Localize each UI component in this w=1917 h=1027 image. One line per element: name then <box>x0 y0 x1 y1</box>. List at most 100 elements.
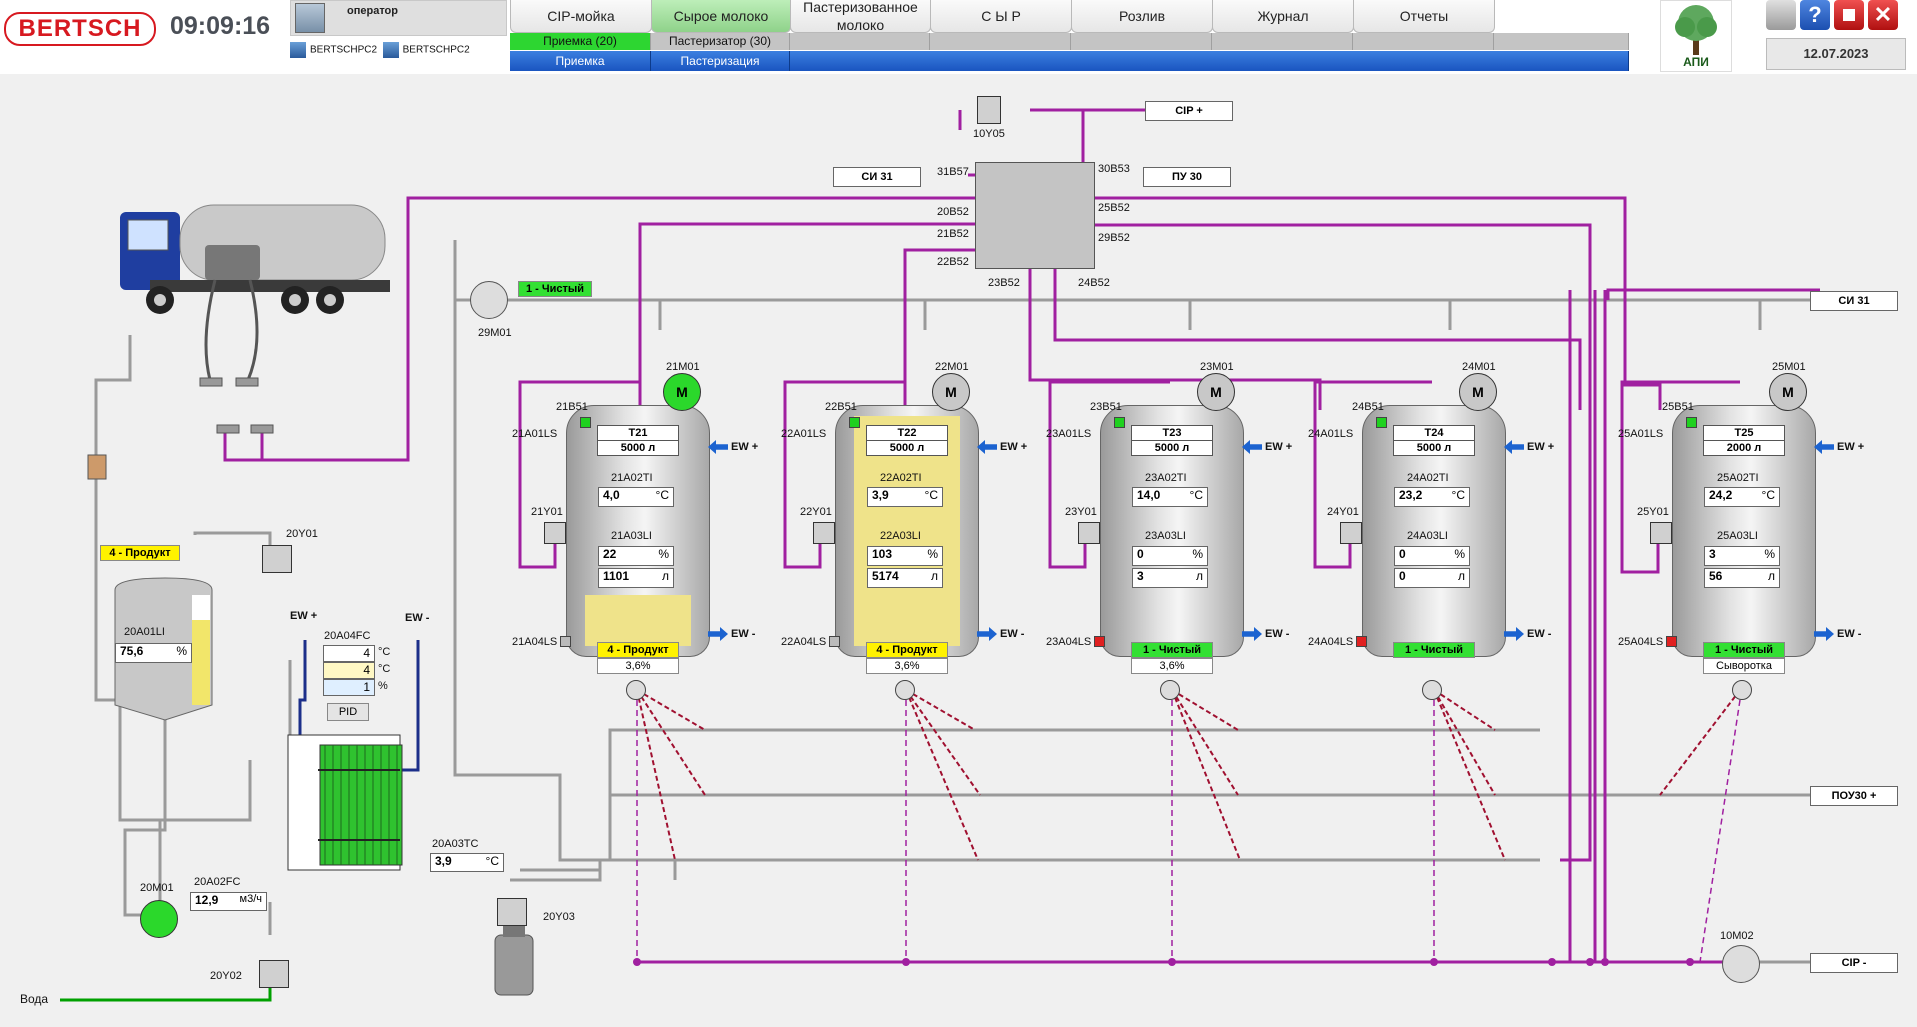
agitator-motor-icon[interactable]: M <box>1459 373 1497 411</box>
tank-id: T21 <box>597 425 679 441</box>
agitator-motor-icon[interactable]: M <box>1769 373 1807 411</box>
valve-y01[interactable] <box>1340 522 1362 544</box>
tank-volume: 5000 л <box>1393 440 1475 456</box>
strip-empty <box>1494 33 1629 50</box>
valve-matrix[interactable] <box>975 162 1095 269</box>
valve-label: 20Y02 <box>210 970 242 982</box>
tank-fat: 3,6% <box>597 658 679 674</box>
ew-plus-label: EW + <box>731 441 759 453</box>
outlet-valve-icon[interactable] <box>1422 680 1442 700</box>
flow-unit: м3/ч <box>239 893 262 905</box>
level-switch-bottom-icon <box>829 636 840 647</box>
valve-20y03[interactable] <box>497 898 527 926</box>
valve-label: 31B57 <box>937 166 969 178</box>
line-cip-plus[interactable]: CIP + <box>1145 101 1233 121</box>
tab-reports[interactable]: Отчеты <box>1353 0 1495 33</box>
pump-status: 1 - Чистый <box>518 281 592 297</box>
b51-label: 24B51 <box>1352 401 1384 413</box>
fc-value: 4 <box>363 663 370 677</box>
close-icon[interactable]: ✕ <box>1868 0 1898 30</box>
li-pct: 3 <box>1709 547 1716 561</box>
motor-label: 23M01 <box>1200 361 1234 373</box>
level-switch-top-icon <box>1376 417 1387 428</box>
fc-row: 1 <box>323 679 375 696</box>
valve-label: 20B52 <box>937 206 969 218</box>
strip-reception-status[interactable]: Приемка (20) <box>510 33 651 50</box>
b51-label: 21B51 <box>556 401 588 413</box>
li-label: 23A03LI <box>1145 530 1186 542</box>
ls-bot-label: 25A04LS <box>1618 636 1664 648</box>
valve-y01[interactable] <box>1078 522 1100 544</box>
subtab-pasteurization[interactable]: Пастеризация <box>651 51 790 71</box>
pid-button[interactable]: PID <box>327 703 369 721</box>
tab-filling[interactable]: Розлив <box>1071 0 1213 33</box>
ls-bot-label: 24A04LS <box>1308 636 1354 648</box>
pump-label: 10M02 <box>1720 930 1754 942</box>
strip-empty <box>930 33 1071 50</box>
valve-10y05[interactable] <box>977 96 1001 124</box>
ti-unit: °C <box>1189 488 1203 502</box>
tab-cip[interactable]: CIP-мойка <box>510 0 652 33</box>
tab-journal[interactable]: Журнал <box>1212 0 1354 33</box>
valve-20y01[interactable] <box>262 545 292 573</box>
tab-cheese[interactable]: С Ы Р <box>930 0 1072 33</box>
li-l-unit: л <box>930 569 938 583</box>
line-pou30[interactable]: ПОУ30 + <box>1810 786 1898 806</box>
ti-box: 14,0°C <box>1132 487 1208 507</box>
ti-box: 23,2°C <box>1394 487 1470 507</box>
subtab-reception[interactable]: Приемка <box>510 51 651 71</box>
strip-pasteurizer-status[interactable]: Пастеризатор (30) <box>651 33 790 50</box>
ti-label: 23A02TI <box>1145 472 1187 484</box>
li-pct-unit: % <box>1192 547 1203 561</box>
tank-status: 4 - Продукт <box>866 642 948 658</box>
motor-glyph: M <box>945 384 957 400</box>
li-liters: 0 <box>1399 569 1406 583</box>
tank-status: 4 - Продукт <box>597 642 679 658</box>
ew-minus-label: EW - <box>1837 628 1862 640</box>
li-liters: 3 <box>1137 569 1144 583</box>
valve-y01[interactable] <box>1650 522 1672 544</box>
agitator-motor-icon[interactable]: M <box>1197 373 1235 411</box>
line-si31-left[interactable]: СИ 31 <box>833 167 921 187</box>
ti-label: 25A02TI <box>1717 472 1759 484</box>
valve-y01[interactable] <box>813 522 835 544</box>
pump-10m02[interactable] <box>1722 945 1760 983</box>
ew-plus-label: EW + <box>1837 441 1865 453</box>
line-si31-right[interactable]: СИ 31 <box>1810 291 1898 311</box>
pump-29m01[interactable] <box>470 281 508 319</box>
temp-unit: °C <box>485 854 499 868</box>
outlet-valve-icon[interactable] <box>1732 680 1752 700</box>
help-icon[interactable]: ? <box>1800 0 1830 30</box>
agitator-motor-icon[interactable]: M <box>932 373 970 411</box>
tank-id: T22 <box>866 425 948 441</box>
li-pct: 0 <box>1137 547 1144 561</box>
flow-box: 12,9 м3/ч <box>190 892 267 911</box>
valve-y01[interactable] <box>544 522 566 544</box>
tab-raw-milk[interactable]: Сырое молоко <box>651 0 791 33</box>
tab-pasteurized[interactable]: Пастеризованное молоко <box>790 0 931 33</box>
line-cip-minus[interactable]: CIP - <box>1810 953 1898 973</box>
tank-volume: 5000 л <box>866 440 948 456</box>
stop-icon[interactable] <box>1834 0 1864 30</box>
pump-20m01[interactable] <box>140 900 178 938</box>
agitator-motor-icon[interactable]: M <box>663 373 701 411</box>
outlet-valve-icon[interactable] <box>895 680 915 700</box>
outlet-valve-icon[interactable] <box>1160 680 1180 700</box>
line-water: Вода <box>20 992 49 1006</box>
ls-bot-label: 21A04LS <box>512 636 558 648</box>
ti-unit: °C <box>1451 488 1465 502</box>
ti-label: 21A02TI <box>611 472 653 484</box>
li-l-unit: л <box>1767 569 1775 583</box>
speaker-icon[interactable] <box>1766 0 1796 30</box>
ls-top-label: 22A01LS <box>781 428 827 440</box>
li-pct-box: 103% <box>867 546 943 566</box>
user-panel[interactable]: оператор <box>290 0 507 36</box>
valve-20y02[interactable] <box>259 960 289 988</box>
strip-empty <box>1212 33 1353 50</box>
level-switch-bottom-icon <box>1356 636 1367 647</box>
level-switch-top-icon <box>1686 417 1697 428</box>
li-pct-unit: % <box>927 547 938 561</box>
line-pu30[interactable]: ПУ 30 <box>1143 167 1231 187</box>
outlet-valve-icon[interactable] <box>626 680 646 700</box>
